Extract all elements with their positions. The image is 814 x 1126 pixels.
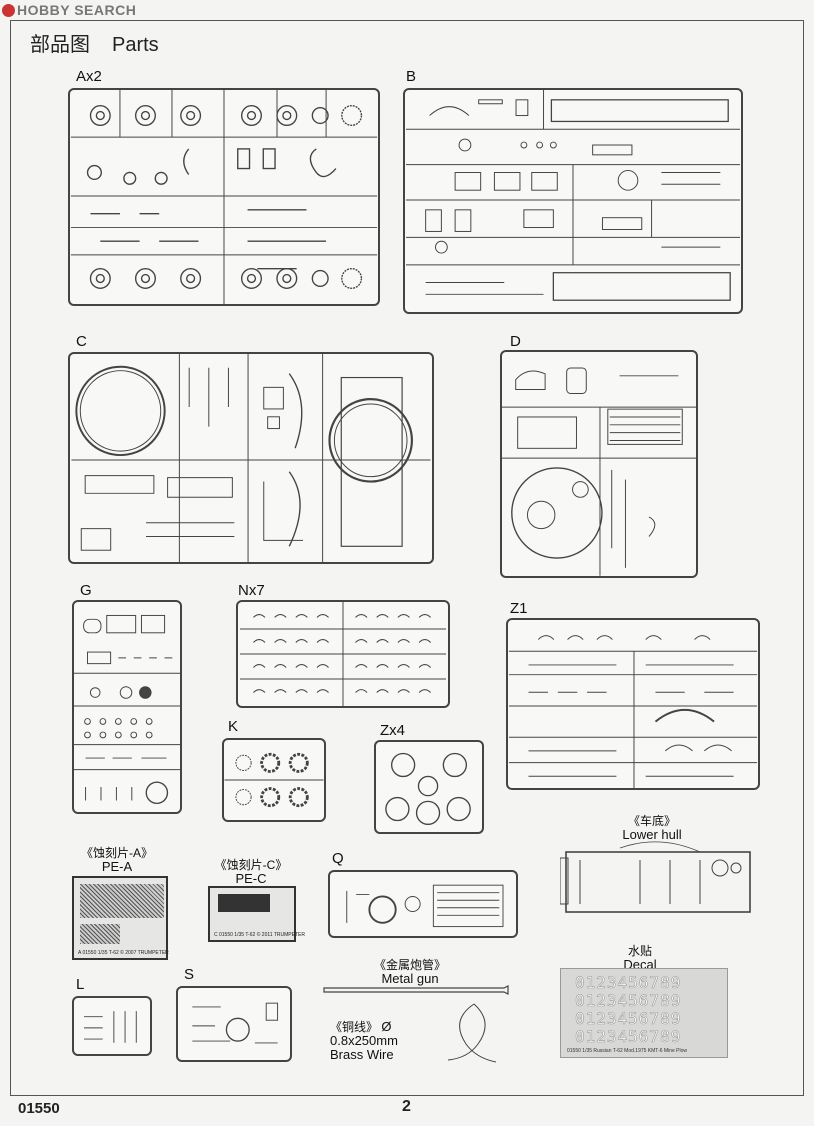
decal-note: 01550 1/35 Russian T-62 Mod.1975 KMT-6 M… <box>567 1048 687 1054</box>
pe-c-code: C 01550 1/35 T-62 © 2011 TRUMPETER <box>214 932 305 938</box>
decal-number-row: 0123456789 <box>575 991 682 1011</box>
page-frame <box>10 20 804 1096</box>
sprue-label-nx7: Nx7 <box>238 582 265 599</box>
item-number: 01550 <box>18 1100 60 1117</box>
sprue-label-z1: Z1 <box>510 600 528 617</box>
sprue-label-ax2: Ax2 <box>76 68 102 85</box>
sprue-label-c: C <box>76 333 87 350</box>
title-en: Parts <box>112 34 159 56</box>
page-number: 2 <box>402 1098 411 1115</box>
pe-c-plate <box>218 894 270 912</box>
pe-a-code: A 01550 1/35 T-62 © 2007 TRUMPETER <box>78 950 169 956</box>
sprue-label-q: Q <box>332 850 344 867</box>
decal-number-row: 0123456789 <box>575 1009 682 1029</box>
sprue-label-b: B <box>406 68 417 85</box>
sprue-k <box>222 738 326 822</box>
metal-gun-drawing <box>323 985 509 995</box>
sprue-b <box>403 88 743 314</box>
sprue-g <box>72 600 182 814</box>
sprue-nx7 <box>236 600 450 708</box>
sprue-c <box>68 352 434 564</box>
brass-wire-drawing <box>447 1003 497 1063</box>
metal-gun-caption: 《金属炮管》Metal gun <box>373 958 446 986</box>
sprue-label-l: L <box>76 976 85 993</box>
decal-sheet: 0123456789 0123456789 0123456789 0123456… <box>560 968 728 1058</box>
pe-c-fret: C 01550 1/35 T-62 © 2011 TRUMPETER <box>208 886 305 942</box>
lower-hull-drawing <box>560 841 751 913</box>
lower-hull-caption: 《车底》Lower hull <box>622 814 682 842</box>
pe-a-mesh-small <box>80 924 120 944</box>
sprue-z1 <box>506 618 760 790</box>
sprue-d <box>500 350 698 578</box>
sprue-label-s: S <box>184 966 195 983</box>
hobby-search-logo-icon <box>2 4 15 17</box>
sprue-l <box>72 996 152 1056</box>
decal-number-row: 0123456789 <box>575 1027 682 1047</box>
decal-number-row: 0123456789 <box>575 973 682 993</box>
sprue-s <box>176 986 292 1062</box>
sprue-label-d: D <box>510 333 521 350</box>
title-cn: 部品图 <box>30 34 90 56</box>
sprue-q <box>328 870 518 938</box>
page-title: 部品图 Parts <box>30 28 159 57</box>
pe-a-caption: 《蚀刻片-A》PE-A <box>80 846 153 874</box>
sprue-ax2 <box>68 88 380 306</box>
sprue-label-zx4: Zx4 <box>380 722 406 739</box>
pe-a-fret: A 01550 1/35 T-62 © 2007 TRUMPETER <box>72 876 169 960</box>
pe-c-caption: 《蚀刻片-C》PE-C <box>214 858 288 886</box>
sprue-zx4 <box>374 740 484 834</box>
pe-a-mesh <box>80 884 164 918</box>
sprue-label-k: K <box>228 718 239 735</box>
hobby-search-watermark: HOBBY SEARCH <box>2 2 136 18</box>
brass-wire-caption: 《铜线》 Ø 0.8x250mm Brass Wire <box>330 1019 398 1062</box>
sprue-label-g: G <box>80 582 92 599</box>
